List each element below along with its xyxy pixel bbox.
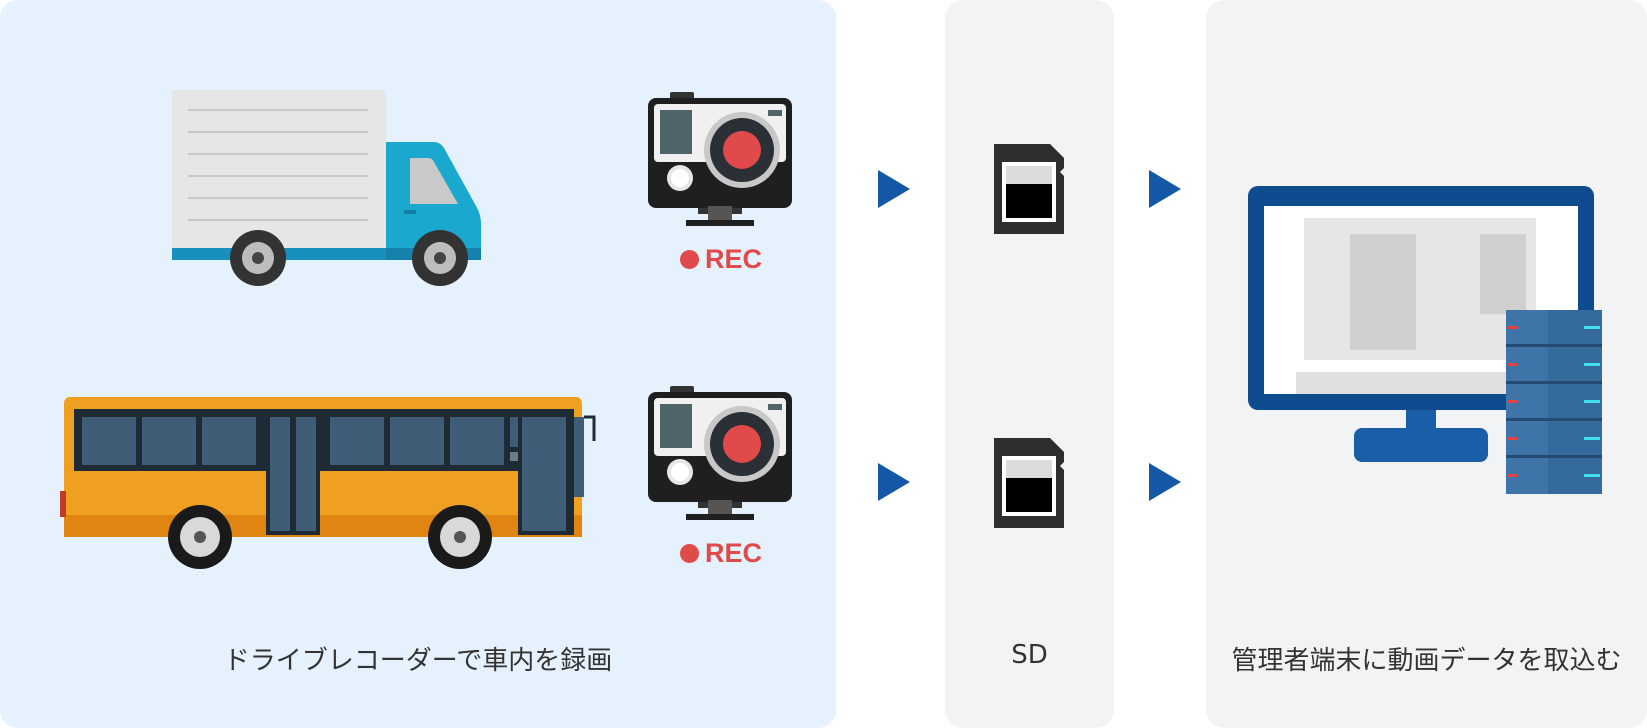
camera-icon <box>648 386 792 520</box>
sd-panel <box>945 0 1114 728</box>
arrow-right-icon <box>1149 170 1181 208</box>
sd-caption: SD <box>1011 640 1048 670</box>
rec-dot-icon <box>680 250 699 269</box>
sd-card-icon <box>994 144 1064 234</box>
rec-indicator: REC <box>680 538 762 569</box>
sd-card-icon <box>994 438 1064 528</box>
pc-caption: 管理者端末に動画データを取込む <box>1231 646 1622 676</box>
arrow-right-icon <box>878 170 910 208</box>
rec-indicator: REC <box>680 244 762 275</box>
bus-icon <box>60 397 596 569</box>
arrow-right-icon <box>878 463 910 501</box>
truck-icon <box>172 90 481 286</box>
camera-icon <box>648 92 792 226</box>
recording-caption: ドライブレコーダーで車内を録画 <box>223 646 613 676</box>
server-icon <box>1506 310 1602 494</box>
arrow-right-icon <box>1149 463 1181 501</box>
rec-label: REC <box>705 244 763 274</box>
rec-dot-icon <box>680 544 699 563</box>
rec-label: REC <box>705 538 763 568</box>
